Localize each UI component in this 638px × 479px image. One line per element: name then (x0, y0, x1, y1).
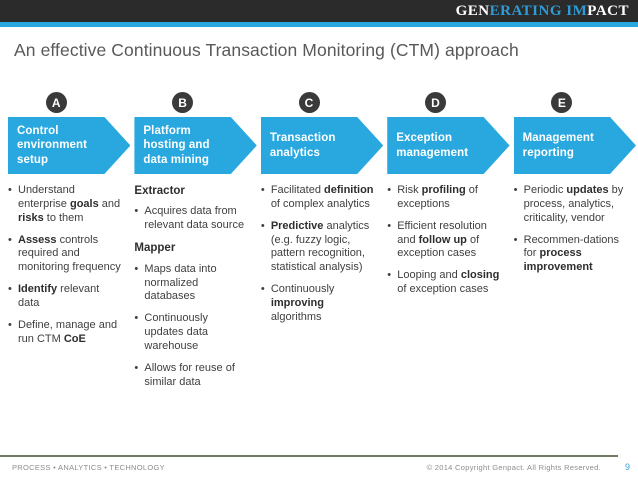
bullet-marker: • (8, 184, 12, 196)
step-bullet-list: • Periodic updates by process, analytics,… (514, 184, 636, 283)
step-letter-badge: A (45, 92, 67, 113)
bullet-item: • Efficient resolution and follow up of e… (387, 220, 501, 262)
bullet-text: Predictive analytics (e.g. fuzzy logic, … (270, 219, 370, 274)
bullet-marker: • (134, 312, 139, 325)
step-letter-badge: C (298, 92, 320, 113)
bullet-text: Periodic updates by process, analytics, … (523, 184, 624, 224)
step-arrow-shape: Management reporting (514, 117, 636, 174)
bullet-text: Assess controls required and monitoring … (18, 233, 121, 274)
step-bullet-list: • Facilitated definition of complex analy… (261, 184, 383, 333)
step-title: Management reporting (522, 132, 594, 159)
bullet-item: • Facilitated definition of complex analy… (261, 184, 375, 212)
step-letter-badge: B (172, 92, 194, 113)
bullet-item: • Understand enterprise goals and risks t… (8, 184, 122, 226)
bullet-text: Mapper (134, 242, 176, 255)
bullet-marker: • (260, 219, 265, 232)
footer: PROCESS • ANALYTICS • TECHNOLOGY © 2014 … (12, 462, 630, 472)
bullet-item: • Define, manage and run CTM CoE (8, 319, 122, 347)
bullet-marker: • (513, 233, 518, 246)
logo-part-pact: PACT (587, 2, 629, 19)
step-arrow-shape: Exception management (387, 117, 509, 174)
bullet-item: • Assess controls required and monitoring… (8, 234, 122, 276)
step-bullet-list: • Understand enterprise goals and risks t… (8, 184, 130, 355)
step-title: Platform hosting and data mining (143, 125, 210, 166)
footer-tagline: PROCESS • ANALYTICS • TECHNOLOGY (12, 462, 165, 472)
bullet-item: • Predictive analytics (e.g. fuzzy logic,… (261, 220, 375, 275)
step-title: Exception management (396, 132, 469, 159)
sub-heading: Extractor (134, 184, 248, 198)
bullet-text: Recommen-dations for process improvement (523, 233, 619, 274)
bullet-item: • Maps data into normalized databases (134, 263, 248, 305)
footer-copyright: © 2014 Copyright Genpact. All Rights Res… (426, 462, 601, 472)
bullet-marker: • (513, 184, 518, 196)
step-arrow-shape: Transaction analytics (261, 117, 383, 174)
logo-part-gen: GEN (455, 2, 490, 19)
bullet-item: • Acquires data from relevant data source (134, 205, 248, 233)
bullet-marker: • (134, 262, 139, 275)
badge-wrap: C (261, 92, 357, 113)
bullet-text: Identify relevant data (18, 283, 100, 310)
bullet-item: • Looping and closing of exception cases (387, 269, 501, 297)
process-column: A Control environment setup • Understand … (8, 92, 130, 398)
logo-part-middle: ERATING IM (489, 2, 588, 19)
bullet-marker: • (260, 283, 265, 296)
bullet-marker: • (8, 283, 12, 296)
bullet-text: Allows for reuse of similar data (144, 361, 235, 388)
bullet-text: Facilitated definition of complex analyt… (270, 184, 374, 210)
bullet-marker: • (134, 361, 139, 374)
top-bar: GENERATING IMPACT (0, 0, 638, 22)
footer-right: © 2014 Copyright Genpact. All Rights Res… (427, 462, 630, 472)
step-title: Transaction analytics (269, 132, 336, 159)
badge-wrap: B (134, 92, 230, 113)
badge-wrap: D (387, 92, 483, 113)
bullet-marker: • (134, 205, 139, 218)
process-flow: A Control environment setup • Understand … (8, 92, 636, 398)
bullet-marker: • (387, 219, 392, 232)
bullet-text: Extractor (134, 185, 185, 197)
genpact-logo: GENERATING IMPACT (455, 2, 629, 19)
bullet-marker: • (387, 184, 392, 196)
bullet-item: • Continuously improving algorithms (261, 283, 375, 325)
bullet-marker: • (260, 184, 265, 196)
bullet-item: • Recommen-dations for process improvemen… (514, 234, 628, 276)
slide-title: An effective Continuous Transaction Moni… (14, 40, 519, 60)
sub-heading: Mapper (134, 241, 248, 255)
process-column: D Exception management • Risk profiling o… (387, 92, 509, 398)
bullet-text: Understand enterprise goals and risks to… (18, 184, 121, 224)
bullet-item: • Risk profiling of exceptions (387, 184, 501, 212)
bullet-item: • Identify relevant data (8, 283, 122, 311)
bullet-text: Define, manage and run CTM CoE (18, 318, 118, 345)
step-letter-badge: D (424, 92, 446, 113)
bullet-text: Maps data into normalized databases (144, 262, 217, 303)
bullet-text: Looping and closing of exception cases (397, 269, 500, 296)
badge-wrap: E (514, 92, 610, 113)
step-title: Control environment setup (17, 125, 88, 166)
bullet-text: Acquires data from relevant data source (144, 205, 245, 232)
bullet-marker: • (8, 318, 12, 331)
step-arrow-shape: Control environment setup (8, 117, 130, 174)
bullet-item: • Allows for reuse of similar data (134, 362, 248, 390)
step-bullet-list: Extractor • Acquires data from relevant da… (134, 184, 256, 398)
bullet-item: • Periodic updates by process, analytics,… (514, 184, 628, 226)
process-column: E Management reporting • Periodic updates… (513, 92, 636, 398)
bullet-text: Continuously improving algorithms (270, 283, 335, 323)
step-arrow-shape: Platform hosting and data mining (134, 117, 256, 174)
footer-divider (0, 455, 618, 457)
step-letter-badge: E (551, 92, 573, 113)
bullet-marker: • (387, 269, 392, 282)
bullet-text: Efficient resolution and follow up of ex… (397, 219, 487, 260)
bullet-marker: • (8, 233, 12, 246)
bullet-item: • Continuously updates data warehouse (134, 312, 248, 354)
process-column: B Platform hosting and data mining Extra… (134, 92, 256, 398)
page-number: 9 (624, 462, 630, 472)
badge-wrap: A (8, 92, 104, 113)
process-column: C Transaction analytics • Facilitated def… (260, 92, 383, 398)
bullet-text: Continuously updates data warehouse (144, 312, 209, 352)
accent-stripe (0, 22, 638, 27)
step-bullet-list: • Risk profiling of exceptions • Efficient … (387, 184, 509, 305)
bullet-text: Risk profiling of exceptions (397, 184, 478, 210)
